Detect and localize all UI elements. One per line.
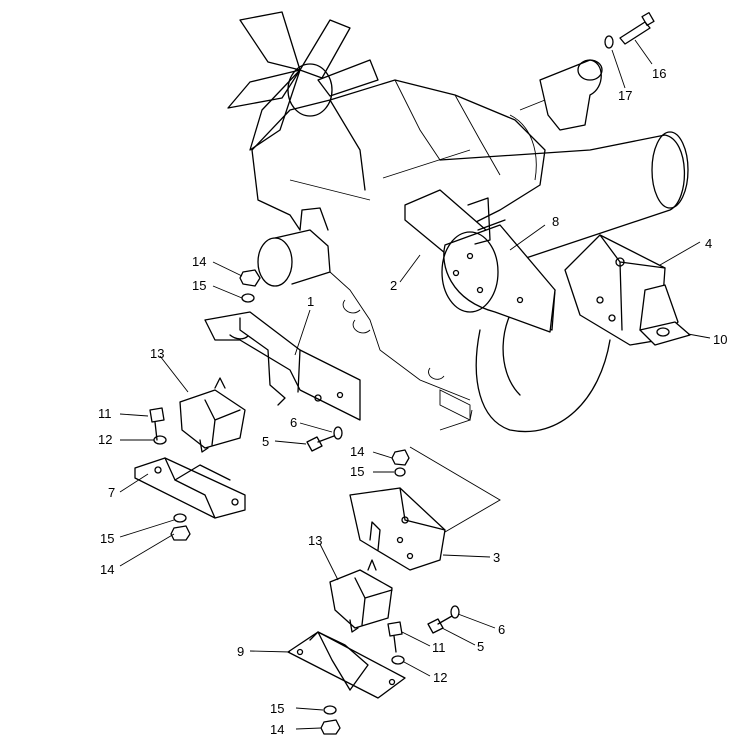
rubber-mount-lower — [329, 559, 393, 633]
label-14-c: 14 — [350, 444, 364, 459]
label-12-b: 12 — [433, 670, 447, 685]
label-16: 16 — [652, 66, 666, 81]
label-11-a: 11 — [98, 406, 112, 421]
rear-mount-bracket — [564, 234, 691, 346]
label-17: 17 — [618, 88, 632, 103]
label-3: 3 — [493, 550, 500, 565]
label-15-a: 15 — [192, 278, 206, 293]
engine-block — [227, 11, 689, 433]
lower-base-plate — [287, 631, 406, 699]
label-1: 1 — [307, 294, 314, 309]
rubber-mount-upper — [179, 377, 246, 453]
label-13-b: 13 — [308, 533, 322, 548]
fasteners — [149, 12, 655, 735]
label-14-b: 14 — [100, 562, 114, 577]
label-6-a: 6 — [290, 415, 297, 430]
label-15-c: 15 — [350, 464, 364, 479]
label-15-b: 15 — [100, 531, 114, 546]
label-13-a: 13 — [150, 346, 164, 361]
lower-right-bracket — [349, 487, 446, 571]
label-8: 8 — [552, 214, 559, 229]
label-14-a: 14 — [192, 254, 206, 269]
front-mount-bracket — [404, 189, 556, 333]
label-14-d: 14 — [270, 722, 284, 737]
lower-left-support — [134, 457, 246, 519]
label-4: 4 — [705, 236, 712, 251]
label-5-a: 5 — [262, 434, 269, 449]
label-12-a: 12 — [98, 432, 112, 447]
label-6-b: 6 — [498, 622, 505, 637]
left-engine-bracket — [204, 311, 361, 421]
leader-lines — [119, 39, 711, 730]
label-11-b: 11 — [432, 640, 446, 655]
label-7: 7 — [108, 485, 115, 500]
label-5-b: 5 — [477, 639, 484, 654]
callout-labels: 16 17 8 2 4 10 1 14 15 13 11 12 7 15 14 … — [98, 66, 727, 737]
label-15-d: 15 — [270, 701, 284, 716]
label-9: 9 — [237, 644, 244, 659]
label-2: 2 — [390, 278, 397, 293]
fan — [227, 11, 379, 151]
label-10: 10 — [713, 332, 727, 347]
